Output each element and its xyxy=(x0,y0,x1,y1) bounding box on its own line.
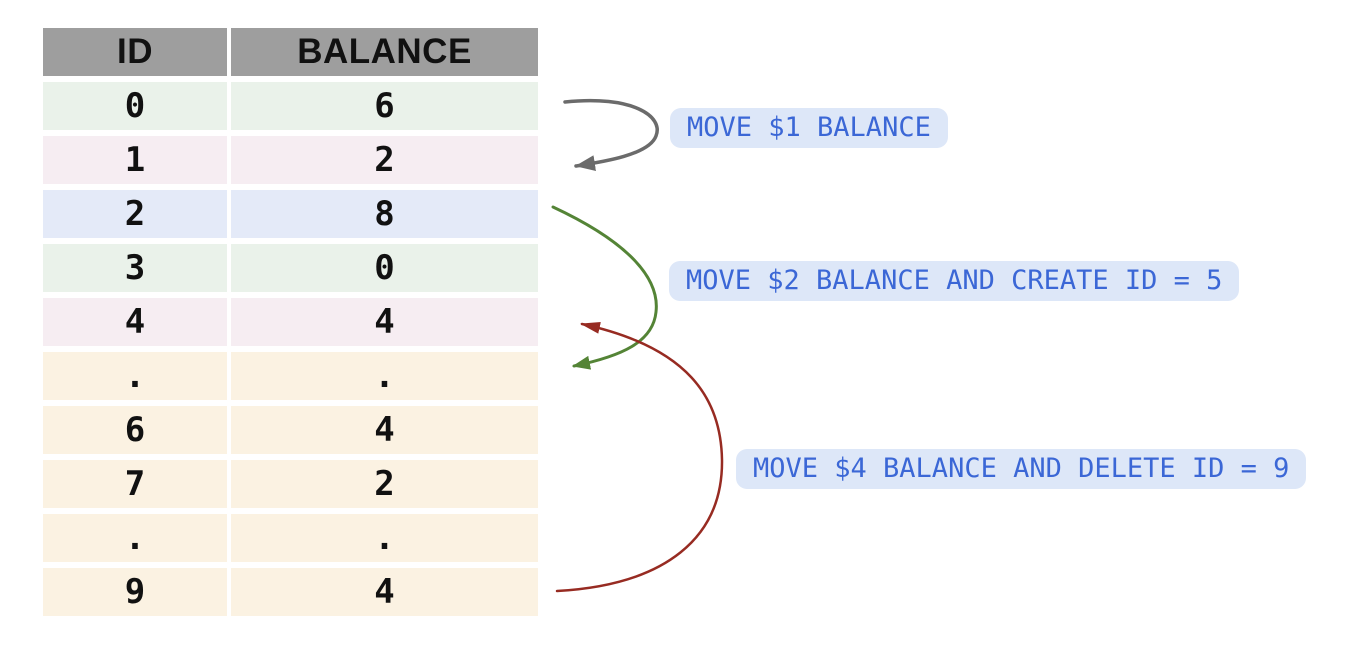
move-2-arrow xyxy=(551,205,658,370)
table-cell-balance: . xyxy=(231,352,538,400)
annotation-move-2-balance-create-id-5: MOVE $2 BALANCE AND CREATE ID = 5 xyxy=(669,261,1240,301)
column-header-balance: BALANCE xyxy=(231,28,538,76)
table-cell-id: 3 xyxy=(43,244,227,292)
table-cell-id: 1 xyxy=(43,136,227,184)
table-cell-id: . xyxy=(43,514,227,562)
table-cell-id: 9 xyxy=(43,568,227,616)
move-4-arrow xyxy=(555,321,724,593)
table-cell-balance: . xyxy=(231,514,538,562)
table-cell-balance: 0 xyxy=(231,244,538,292)
table-cell-id: . xyxy=(43,352,227,400)
column-header-id: ID xyxy=(43,28,227,76)
annotation-move-4-balance-delete-id-9: MOVE $4 BALANCE AND DELETE ID = 9 xyxy=(736,449,1307,489)
table-cell-id: 0 xyxy=(43,82,227,130)
table-cell-balance: 4 xyxy=(231,568,538,616)
table-cell-id: 7 xyxy=(43,460,227,508)
table-cell-id: 4 xyxy=(43,298,227,346)
table-cell-balance: 6 xyxy=(231,82,538,130)
table-cell-balance: 8 xyxy=(231,190,538,238)
table-cell-balance: 2 xyxy=(231,136,538,184)
table-cell-balance: 4 xyxy=(231,406,538,454)
table-cell-balance: 4 xyxy=(231,298,538,346)
table-cell-id: 2 xyxy=(43,190,227,238)
annotation-move-1-balance: MOVE $1 BALANCE xyxy=(670,108,948,148)
table-cell-id: 6 xyxy=(43,406,227,454)
move-1-arrow xyxy=(563,98,659,172)
table-cell-balance: 2 xyxy=(231,460,538,508)
